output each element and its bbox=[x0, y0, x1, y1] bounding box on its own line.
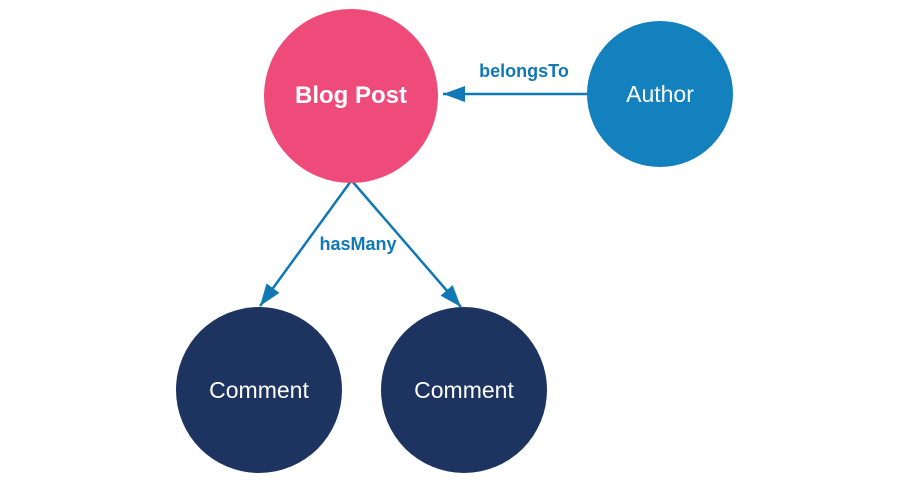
has-many-edge-label: hasMany bbox=[319, 234, 397, 254]
node-blog-post: Blog Post bbox=[264, 9, 438, 183]
has-many-arrow-right bbox=[351, 180, 462, 308]
node-blog-post-label: Blog Post bbox=[295, 82, 407, 109]
has-many-arrow-left bbox=[258, 180, 353, 307]
belongs-to-edge-label: belongsTo bbox=[479, 61, 569, 81]
node-comment-left-label: Comment bbox=[209, 376, 309, 403]
node-author: Author bbox=[587, 21, 733, 167]
node-comment-right-label: Comment bbox=[414, 376, 514, 403]
node-comment-right: Comment bbox=[381, 307, 547, 473]
node-author-label: Author bbox=[626, 80, 694, 107]
node-comment-left: Comment bbox=[176, 307, 342, 473]
